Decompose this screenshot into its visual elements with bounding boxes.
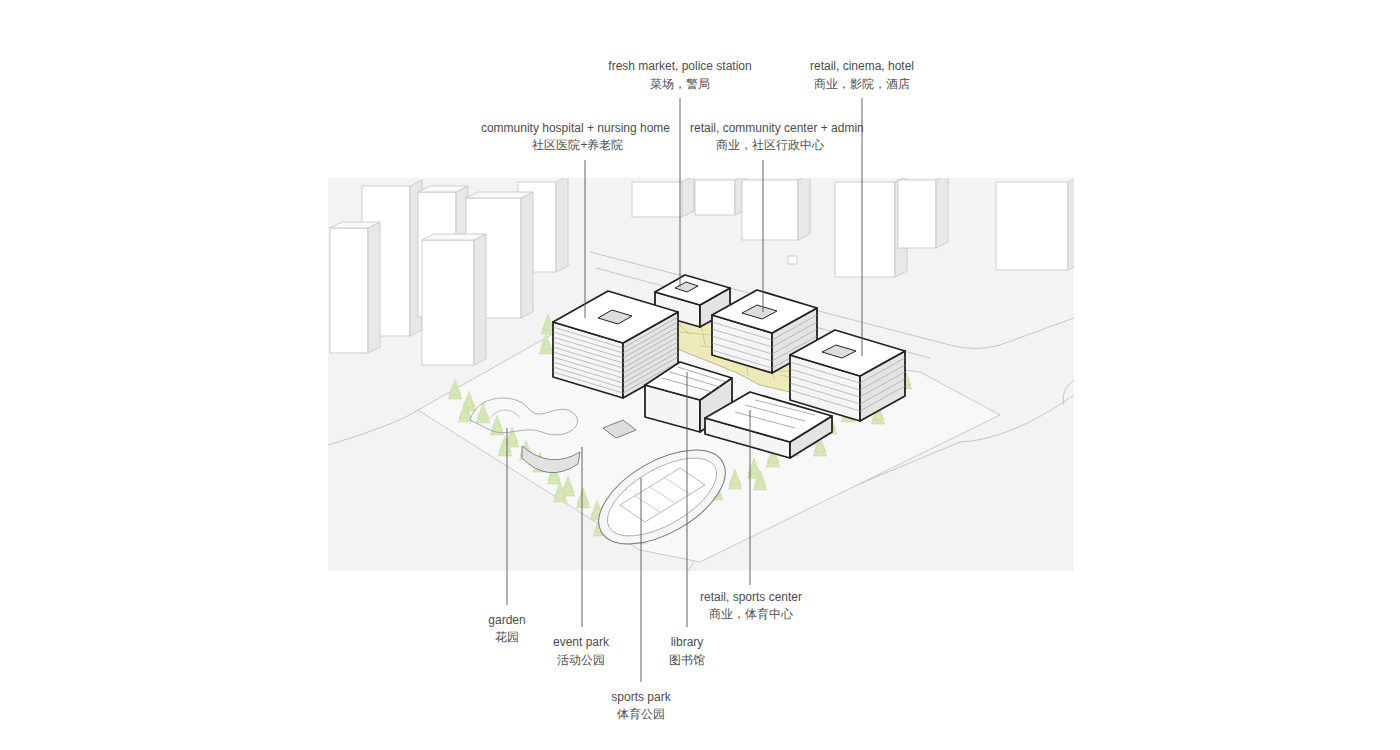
leader-line bbox=[582, 447, 583, 627]
tower bbox=[368, 222, 380, 353]
road-line bbox=[1063, 380, 1074, 405]
tower bbox=[330, 228, 368, 353]
tower bbox=[422, 240, 474, 365]
tower bbox=[835, 182, 895, 277]
road-line bbox=[328, 410, 418, 445]
tree bbox=[448, 379, 462, 399]
label-chinese: 活动公园 bbox=[557, 653, 605, 667]
tower bbox=[695, 180, 735, 215]
label-chinese: 商业，社区行政中心 bbox=[716, 138, 824, 152]
tower bbox=[742, 180, 798, 240]
tree bbox=[539, 334, 553, 354]
running-track bbox=[583, 431, 740, 563]
building-roof bbox=[790, 330, 905, 376]
leader-line bbox=[507, 428, 508, 605]
building-roof bbox=[712, 290, 817, 333]
building-roof bbox=[645, 362, 732, 400]
roof-lines bbox=[735, 400, 815, 428]
label-chinese: 菜场，警局 bbox=[650, 77, 710, 91]
tower bbox=[556, 178, 568, 272]
label-chinese: 商业，影院，酒店 bbox=[814, 77, 910, 91]
sports-park bbox=[583, 431, 740, 563]
roads bbox=[328, 252, 1074, 571]
leader-line bbox=[641, 478, 642, 682]
tree bbox=[498, 436, 512, 456]
tower bbox=[418, 186, 468, 192]
stepped-seats bbox=[662, 367, 726, 392]
court-line bbox=[635, 478, 690, 512]
tower bbox=[1068, 178, 1074, 270]
roof-court bbox=[598, 310, 632, 324]
tower bbox=[798, 178, 810, 240]
tower bbox=[422, 234, 486, 240]
label-chinese: 社区医院+养老院 bbox=[532, 138, 623, 152]
leader-line bbox=[763, 160, 764, 312]
running-track bbox=[595, 442, 729, 551]
tree bbox=[728, 469, 742, 489]
garden-path bbox=[470, 398, 577, 435]
label-chinese: 图书馆 bbox=[669, 653, 705, 667]
label-english: retail, community center + admin bbox=[690, 121, 864, 135]
event-object bbox=[603, 420, 636, 438]
label-english: sports park bbox=[611, 690, 670, 704]
building-roof bbox=[705, 392, 832, 442]
label-english: retail, cinema, hotel bbox=[810, 59, 914, 73]
roof-court bbox=[822, 345, 856, 358]
leader-line bbox=[687, 372, 688, 627]
label-english: library bbox=[671, 635, 704, 649]
building-roof bbox=[553, 291, 678, 343]
leader-line bbox=[680, 98, 681, 287]
site-drawing bbox=[328, 178, 1074, 571]
roof-court bbox=[742, 305, 777, 319]
leader-lines bbox=[507, 98, 862, 682]
label-english: fresh market, police station bbox=[608, 59, 751, 73]
leader-line bbox=[585, 160, 586, 318]
label-english: community hospital + nursing home bbox=[481, 121, 670, 135]
building-roof bbox=[655, 275, 730, 305]
tower bbox=[474, 234, 486, 365]
tower bbox=[936, 178, 948, 248]
label-chinese: 花园 bbox=[495, 630, 519, 644]
tower bbox=[521, 192, 533, 318]
label-english: garden bbox=[488, 613, 525, 627]
tree bbox=[753, 470, 767, 490]
roof-court bbox=[675, 282, 698, 292]
background-panel bbox=[328, 178, 1074, 571]
tower bbox=[996, 182, 1068, 270]
tower bbox=[898, 180, 936, 248]
tower bbox=[330, 222, 380, 228]
leader-line bbox=[750, 410, 751, 585]
label-english: retail, sports center bbox=[700, 590, 802, 604]
tree bbox=[576, 488, 590, 508]
label-chinese: 体育公园 bbox=[617, 707, 665, 721]
label-english: event park bbox=[553, 635, 609, 649]
tree bbox=[476, 403, 490, 423]
sports-court bbox=[620, 468, 705, 522]
event-pavilion bbox=[522, 446, 580, 473]
buildings bbox=[553, 275, 905, 458]
label-chinese: 商业，体育中心 bbox=[709, 607, 793, 621]
leader-line bbox=[862, 98, 863, 356]
tree bbox=[553, 482, 567, 502]
tower bbox=[632, 182, 682, 217]
garden bbox=[470, 398, 577, 435]
tower bbox=[682, 178, 694, 217]
tower bbox=[466, 192, 533, 198]
site-plate bbox=[418, 330, 1000, 562]
small-cube bbox=[788, 256, 797, 264]
garden-path bbox=[490, 410, 520, 418]
